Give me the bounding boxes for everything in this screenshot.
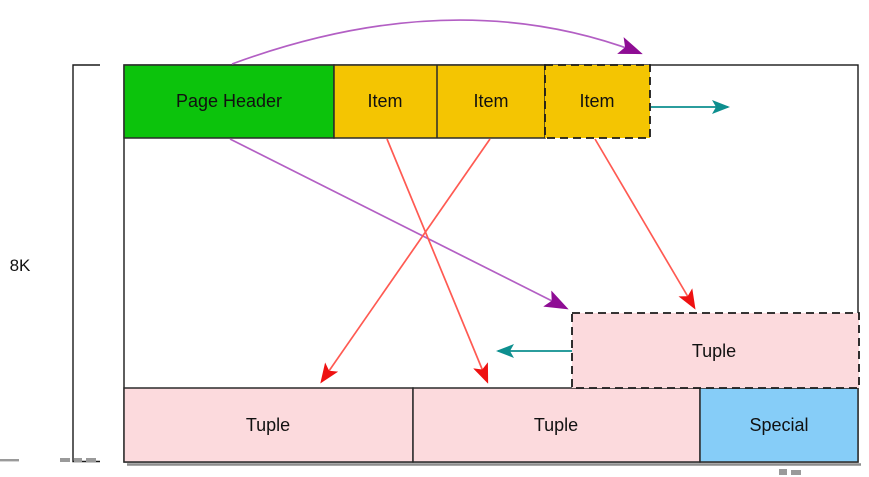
size-label: 8K (10, 256, 31, 275)
special-label: Special (749, 415, 808, 435)
tuple-box-2 (412, 387, 701, 463)
item-label-2: Item (473, 91, 508, 111)
cropped-text-fragment-bottom-right (779, 469, 801, 475)
tuple-label-2: Tuple (534, 415, 578, 435)
new-tuple-box (571, 312, 860, 389)
pointer-arc-header-to-item3 (231, 19, 643, 65)
tuple-box-1 (123, 387, 414, 463)
pointer-item3-to-new-tuple (594, 138, 696, 310)
item-box-3-new (544, 64, 651, 139)
cropped-text-fragment-bottom-left (0, 458, 96, 463)
size-bracket (72, 64, 100, 463)
item-box-1-2 (333, 64, 546, 139)
page-header-label: Page Header (176, 91, 282, 111)
pointer-header-to-new-tuple (229, 138, 569, 310)
new-tuple-label: Tuple (692, 341, 736, 361)
pointer-item2-to-tuple1 (320, 138, 491, 384)
tuple-label-1: Tuple (246, 415, 290, 435)
pointer-item1-to-tuple2 (386, 138, 489, 384)
item-label-3: Item (579, 91, 614, 111)
page-header-box (123, 64, 335, 139)
item-label-1: Item (367, 91, 402, 111)
special-box (699, 387, 859, 463)
